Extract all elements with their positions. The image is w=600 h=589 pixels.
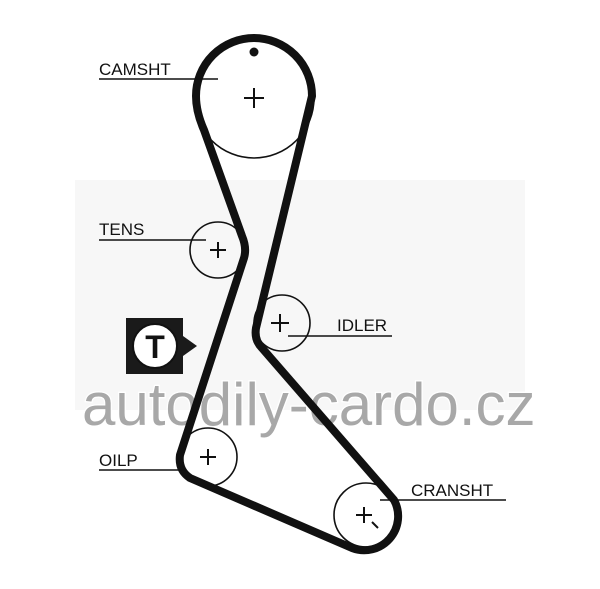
tensioner-icon-letter: T <box>145 329 165 365</box>
idler-label: IDLER <box>337 316 387 335</box>
timing-belt <box>175 34 403 555</box>
centre-marks <box>200 88 379 529</box>
camshaft-label: CAMSHT <box>99 60 171 79</box>
oil-pump-label: OILP <box>99 451 138 470</box>
tensioner-adjust-icon: T <box>126 318 197 374</box>
crankshaft-label: CRANSHT <box>411 481 493 500</box>
camshaft-timing-dot <box>249 47 259 57</box>
watermark-text: autodily-cardo.cz <box>82 371 536 438</box>
tensioner-label: TENS <box>99 220 144 239</box>
